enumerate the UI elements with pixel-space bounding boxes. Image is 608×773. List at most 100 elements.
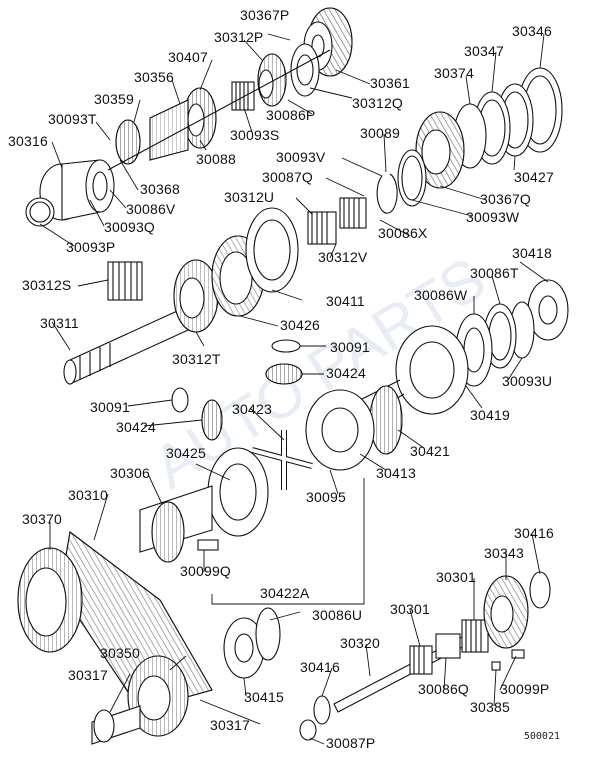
label-30093V: 30093V	[276, 149, 326, 165]
label-30361: 30361	[370, 75, 410, 91]
nut-30385	[491, 661, 501, 671]
case-30413	[305, 389, 375, 471]
label-30415: 30415	[244, 689, 284, 705]
ring-30086U	[255, 607, 281, 661]
shaft-30306	[139, 485, 213, 563]
label-30093T: 30093T	[48, 111, 97, 127]
bearing-30301b	[409, 645, 433, 675]
label-30091-upper: 30091	[330, 339, 370, 355]
label-30416-upper: 30416	[514, 525, 554, 541]
gear-30421	[369, 385, 403, 455]
sprocket-30370	[17, 547, 83, 653]
main-shaft-30311	[63, 295, 211, 385]
label-30317-right: 30317	[210, 717, 250, 733]
label-30320: 30320	[340, 635, 380, 651]
label-30346: 30346	[512, 23, 552, 39]
label-30312T: 30312T	[172, 351, 221, 367]
bearing-30312U	[307, 211, 337, 245]
gear-30407	[183, 87, 217, 149]
pinion-30424a	[265, 363, 303, 385]
label-30310: 30310	[68, 487, 108, 503]
label-30301-lower: 30301	[390, 601, 430, 617]
bearing-30086X	[339, 197, 367, 229]
label-30086W: 30086W	[414, 287, 468, 303]
label-30312Q: 30312Q	[352, 95, 404, 111]
label-30424-upper: 30424	[326, 365, 366, 381]
label-30370: 30370	[22, 511, 62, 527]
label-30099Q: 30099Q	[180, 563, 232, 579]
label-30087P: 30087P	[326, 735, 376, 751]
label-30425: 30425	[166, 445, 206, 461]
label-30306: 30306	[110, 465, 150, 481]
ring-30093P	[25, 197, 55, 227]
label-30422A: 30422A	[260, 585, 310, 601]
gear-30367Q	[415, 111, 465, 189]
diagram-code: 500021	[523, 731, 560, 742]
label-30411: 30411	[326, 293, 365, 309]
spacer-30086Q	[435, 633, 461, 659]
label-30423: 30423	[232, 401, 272, 417]
label-30095: 30095	[306, 489, 346, 505]
label-30374: 30374	[434, 65, 474, 81]
label-30311: 30311	[40, 315, 79, 331]
label-30087Q: 30087Q	[262, 169, 314, 185]
washer-30416a	[529, 571, 551, 609]
washer-30091a	[271, 339, 301, 353]
washer-30091b	[171, 387, 189, 413]
bearing-30093S	[231, 81, 255, 111]
label-30350: 30350	[100, 645, 140, 661]
sprocket-30350	[127, 655, 189, 737]
label-30367P: 30367P	[240, 7, 290, 23]
output-shaft-30317	[91, 705, 141, 745]
label-30089: 30089	[360, 125, 400, 141]
label-30356: 30356	[134, 69, 174, 85]
label-30086U: 30086U	[312, 607, 363, 623]
gear-30359	[115, 119, 141, 165]
label-30416-lower: 30416	[300, 659, 340, 675]
label-30086X: 30086X	[378, 225, 428, 241]
bearing-30418	[527, 279, 569, 341]
label-30359: 30359	[94, 91, 134, 107]
gear-30343	[483, 575, 529, 649]
bolt-30099Q	[197, 539, 219, 551]
hub-30312P	[257, 53, 287, 107]
pinion-30424b	[201, 399, 223, 441]
label-30413: 30413	[376, 465, 416, 481]
ring-30087P	[299, 719, 317, 741]
label-30426: 30426	[280, 317, 320, 333]
label-30312U: 30312U	[224, 189, 275, 205]
top-shaft-line	[107, 49, 331, 171]
label-30343: 30343	[484, 545, 524, 561]
sleeve-30356	[149, 99, 189, 161]
bearing-30301a	[461, 619, 489, 653]
label-30368: 30368	[140, 181, 180, 197]
label-30427: 30427	[514, 169, 554, 185]
label-30385: 30385	[470, 699, 510, 715]
ring-30093W	[397, 149, 427, 207]
label-30421: 30421	[410, 443, 450, 459]
clip-30093V	[376, 173, 398, 214]
washer-30416b	[313, 695, 331, 725]
label-30301-upper: 30301	[436, 569, 476, 585]
leader-lines	[39, 33, 549, 745]
label-30091-lower: 30091	[90, 399, 130, 415]
case-30425	[207, 447, 269, 537]
label-30093Q: 30093Q	[104, 219, 156, 235]
label-30418: 30418	[512, 245, 552, 261]
label-30316: 30316	[8, 133, 48, 149]
bearing-30312S	[107, 261, 143, 301]
label-30317-left: 30317	[68, 667, 108, 683]
label-30419: 30419	[470, 407, 510, 423]
gear-30312T	[173, 259, 219, 333]
label-30088: 30088	[196, 151, 236, 167]
label-30086P: 30086P	[266, 107, 316, 123]
label-30093U: 30093U	[502, 373, 553, 389]
label-30093W: 30093W	[466, 209, 520, 225]
label-30367Q: 30367Q	[480, 191, 532, 207]
label-30086V: 30086V	[126, 201, 176, 217]
case-30419	[359, 325, 469, 415]
hub-30411	[245, 207, 299, 293]
label-30312P: 30312P	[214, 29, 264, 45]
